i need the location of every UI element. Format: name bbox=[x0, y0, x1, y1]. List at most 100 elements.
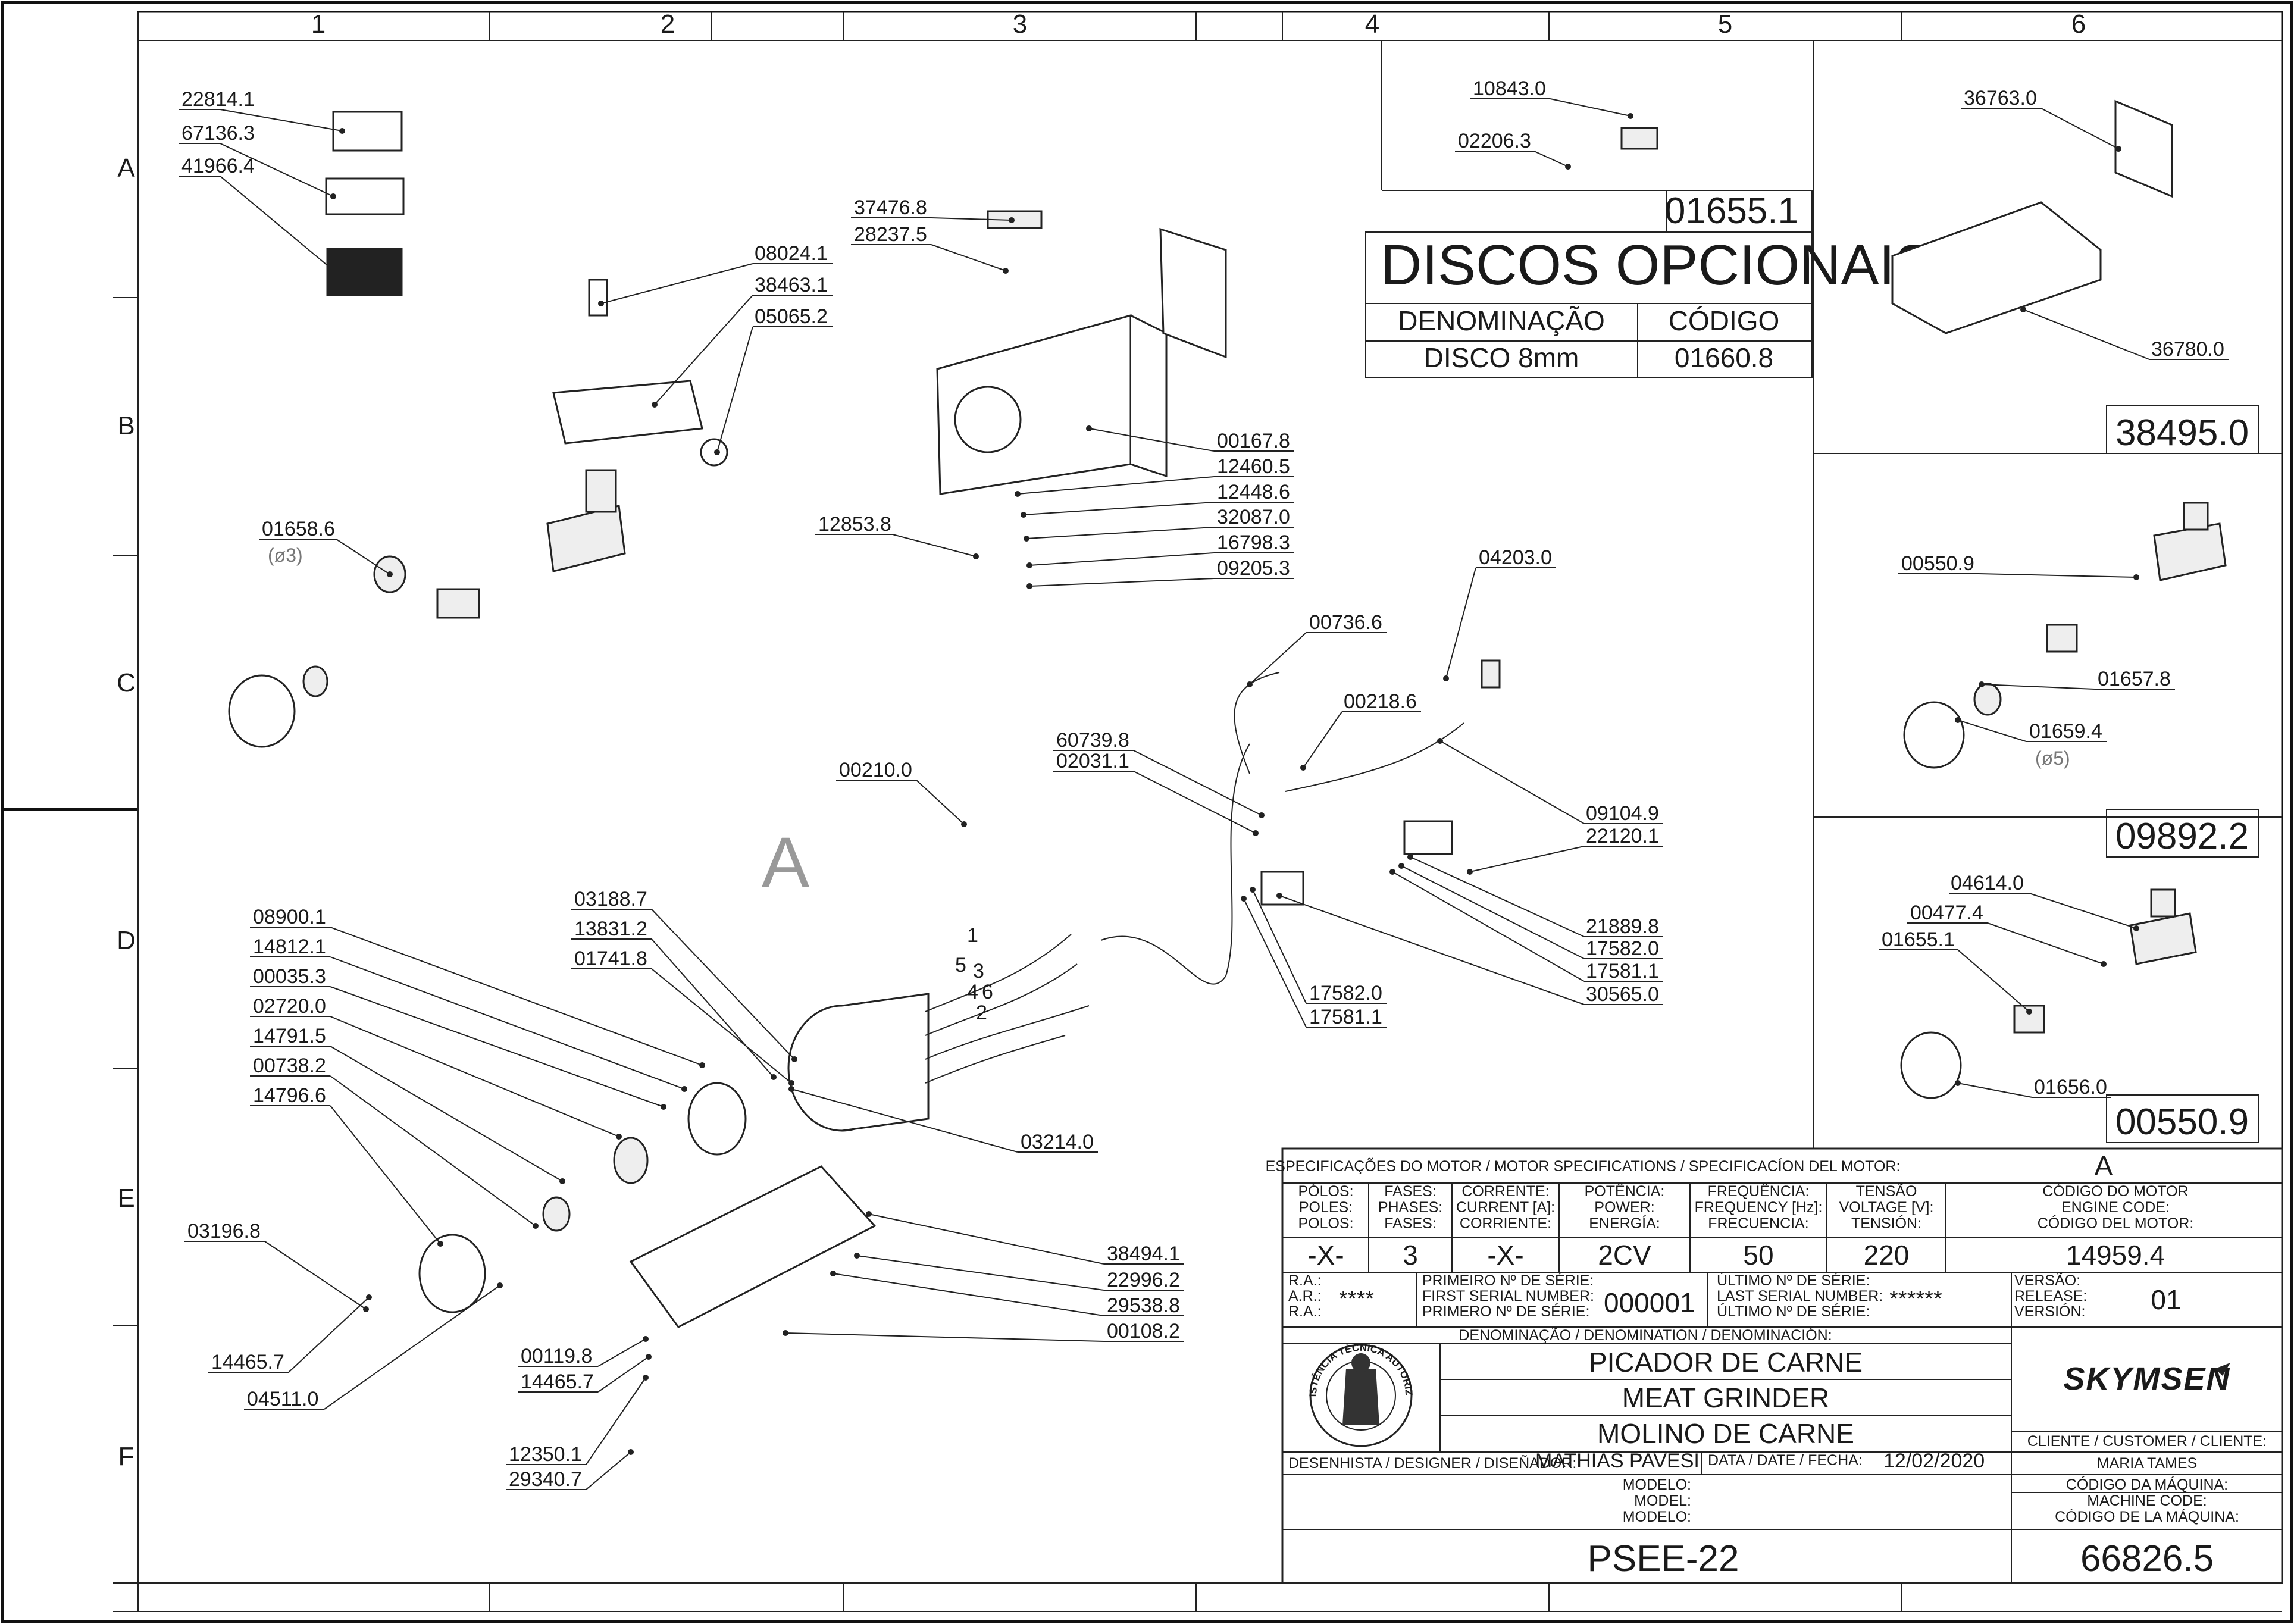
leader-arrowhead bbox=[714, 449, 720, 455]
leader-arrowhead bbox=[830, 1271, 836, 1276]
callout-label: 08900.1 bbox=[253, 906, 326, 928]
callout-00550-9: 00550.9 bbox=[1898, 552, 2139, 580]
callout-14465-7: 14465.7 bbox=[518, 1354, 652, 1393]
tray-sketch bbox=[552, 380, 703, 445]
callout-22120-1: 22120.1 bbox=[1467, 825, 1663, 875]
callout-leader bbox=[1410, 856, 1585, 937]
model-value: PSEE-22 bbox=[1587, 1538, 1739, 1579]
callout-label: 21889.8 bbox=[1586, 915, 1659, 938]
leader-arrowhead bbox=[2101, 961, 2107, 967]
leader-arrowhead bbox=[1437, 738, 1443, 744]
leader-arrowhead bbox=[533, 1223, 539, 1229]
callout-leader bbox=[330, 1075, 536, 1226]
callout-leader bbox=[1249, 632, 1307, 685]
callout-08900-1: 08900.1 bbox=[250, 906, 705, 1068]
optional-kit-code: 09892.2 bbox=[2115, 816, 2249, 857]
leader-arrowhead bbox=[1003, 268, 1009, 274]
machine-code-label-2: MACHINE CODE: bbox=[2087, 1492, 2207, 1509]
callout-leader bbox=[916, 780, 965, 825]
callout-label: 28237.5 bbox=[854, 223, 927, 246]
motor-spec-header-cell: TENSIÓN: bbox=[1851, 1215, 1921, 1232]
callout-label: 17581.1 bbox=[1586, 960, 1659, 982]
wire-label-6: 6 bbox=[982, 981, 993, 1003]
callout-17581-1: 17581.1 bbox=[1241, 896, 1387, 1028]
leader-arrowhead bbox=[1276, 893, 1282, 899]
disc-size-note-5: (ø5) bbox=[2035, 747, 2070, 769]
callout-leader bbox=[651, 938, 774, 1078]
callout-leader bbox=[336, 539, 390, 575]
grid-row-a: A bbox=[117, 154, 135, 183]
callout-label: 17582.0 bbox=[1309, 982, 1382, 1005]
callout-label: 00736.6 bbox=[1309, 611, 1382, 634]
callout-14465-7: 14465.7 bbox=[208, 1294, 372, 1373]
optional-discs-col-name: DENOMINAÇÃO bbox=[1398, 305, 1605, 336]
date-label: DATA / DATE / FECHA: bbox=[1708, 1452, 1863, 1469]
callout-label: 12448.6 bbox=[1217, 481, 1290, 503]
leader-arrowhead bbox=[791, 1056, 797, 1062]
leader-arrowhead bbox=[339, 128, 345, 134]
grid-col-1: 1 bbox=[311, 10, 326, 39]
callout-label: 00119.8 bbox=[521, 1345, 592, 1368]
callout-label: 04614.0 bbox=[1951, 872, 2024, 894]
last-serial-label-3: ÚLTIMO Nº DE SÉRIE: bbox=[1717, 1303, 1870, 1320]
ra-value: **** bbox=[1339, 1287, 1374, 1312]
callout-leader bbox=[1439, 740, 1585, 824]
callout-00210-0: 00210.0 bbox=[836, 759, 967, 827]
grid-row-f: F bbox=[118, 1442, 134, 1471]
leader-arrowhead bbox=[2133, 574, 2139, 580]
callout-label: 08024.1 bbox=[755, 242, 828, 265]
leader-arrowhead bbox=[788, 1080, 794, 1086]
version-value: 01 bbox=[2151, 1284, 2181, 1315]
callout-10843-0: 10843.0 bbox=[1470, 77, 1633, 119]
callout-00119-8: 00119.8 bbox=[518, 1336, 649, 1368]
callout-label: 00035.3 bbox=[253, 965, 326, 988]
wire-label-3: 3 bbox=[973, 960, 984, 982]
motor-spec-header-cell: FREQUENCY [Hz]: bbox=[1695, 1199, 1823, 1216]
callout-38463-1: 38463.1 bbox=[652, 274, 833, 408]
callout-32087-0: 32087.0 bbox=[1024, 506, 1294, 542]
callout-03188-7: 03188.7 bbox=[571, 888, 797, 1062]
model-label-1: MODELO: bbox=[1623, 1476, 1691, 1493]
callout-label: 02720.0 bbox=[253, 995, 326, 1018]
callout-leader bbox=[597, 1338, 646, 1367]
motor-spec-header-cell: FRECUENCIA: bbox=[1708, 1215, 1808, 1232]
kit5-body-sketch bbox=[2153, 522, 2227, 581]
callout-label: 00218.6 bbox=[1344, 690, 1417, 713]
callout-leader bbox=[1469, 846, 1585, 872]
callout-02031-1: 02031.1 bbox=[1053, 750, 1259, 836]
callout-leader bbox=[1017, 476, 1215, 495]
callout-label: 09205.3 bbox=[1217, 557, 1290, 580]
callout-14812-1: 14812.1 bbox=[250, 935, 687, 1092]
denomination-label: DENOMINAÇÃO / DENOMINATION / DENOMINACIÓ… bbox=[1459, 1326, 1832, 1344]
leader-arrowhead bbox=[1021, 512, 1026, 518]
callout-label: 67136.3 bbox=[181, 122, 255, 145]
callout-37476-8: 37476.8 bbox=[851, 196, 1015, 223]
vent-cover-sketch bbox=[2114, 99, 2173, 198]
callout-02206-3: 02206.3 bbox=[1455, 130, 1571, 170]
callout-label: 37476.8 bbox=[854, 196, 927, 219]
leader-arrowhead bbox=[854, 1253, 860, 1259]
callout-60739-8: 60739.8 bbox=[1053, 729, 1265, 818]
callout-leader bbox=[716, 326, 753, 453]
callout-leader bbox=[220, 109, 343, 132]
callout-label: 22120.1 bbox=[1586, 825, 1659, 847]
callout-leader bbox=[1029, 552, 1215, 566]
callout-leader bbox=[330, 1105, 441, 1244]
callout-leader bbox=[833, 1273, 1104, 1316]
model-label-3: MODELO: bbox=[1623, 1509, 1691, 1525]
version-label-3: VERSIÓN: bbox=[2014, 1303, 2085, 1320]
callout-leader bbox=[856, 1255, 1104, 1291]
leader-arrowhead bbox=[1443, 675, 1449, 681]
callout-leader bbox=[1023, 502, 1215, 515]
flange-sketch bbox=[687, 1082, 747, 1156]
callout-leader bbox=[931, 217, 1012, 221]
callout-14791-5: 14791.5 bbox=[250, 1025, 565, 1184]
grinder-body-sketch bbox=[546, 505, 626, 572]
callout-label: 41966.4 bbox=[181, 155, 255, 177]
optional-disc-code: 01660.8 bbox=[1675, 342, 1773, 373]
leader-arrowhead bbox=[1467, 869, 1473, 875]
callout-leader bbox=[220, 176, 331, 268]
callout-12350-1: 12350.1 bbox=[506, 1375, 649, 1466]
callout-label: 29340.7 bbox=[509, 1468, 582, 1491]
